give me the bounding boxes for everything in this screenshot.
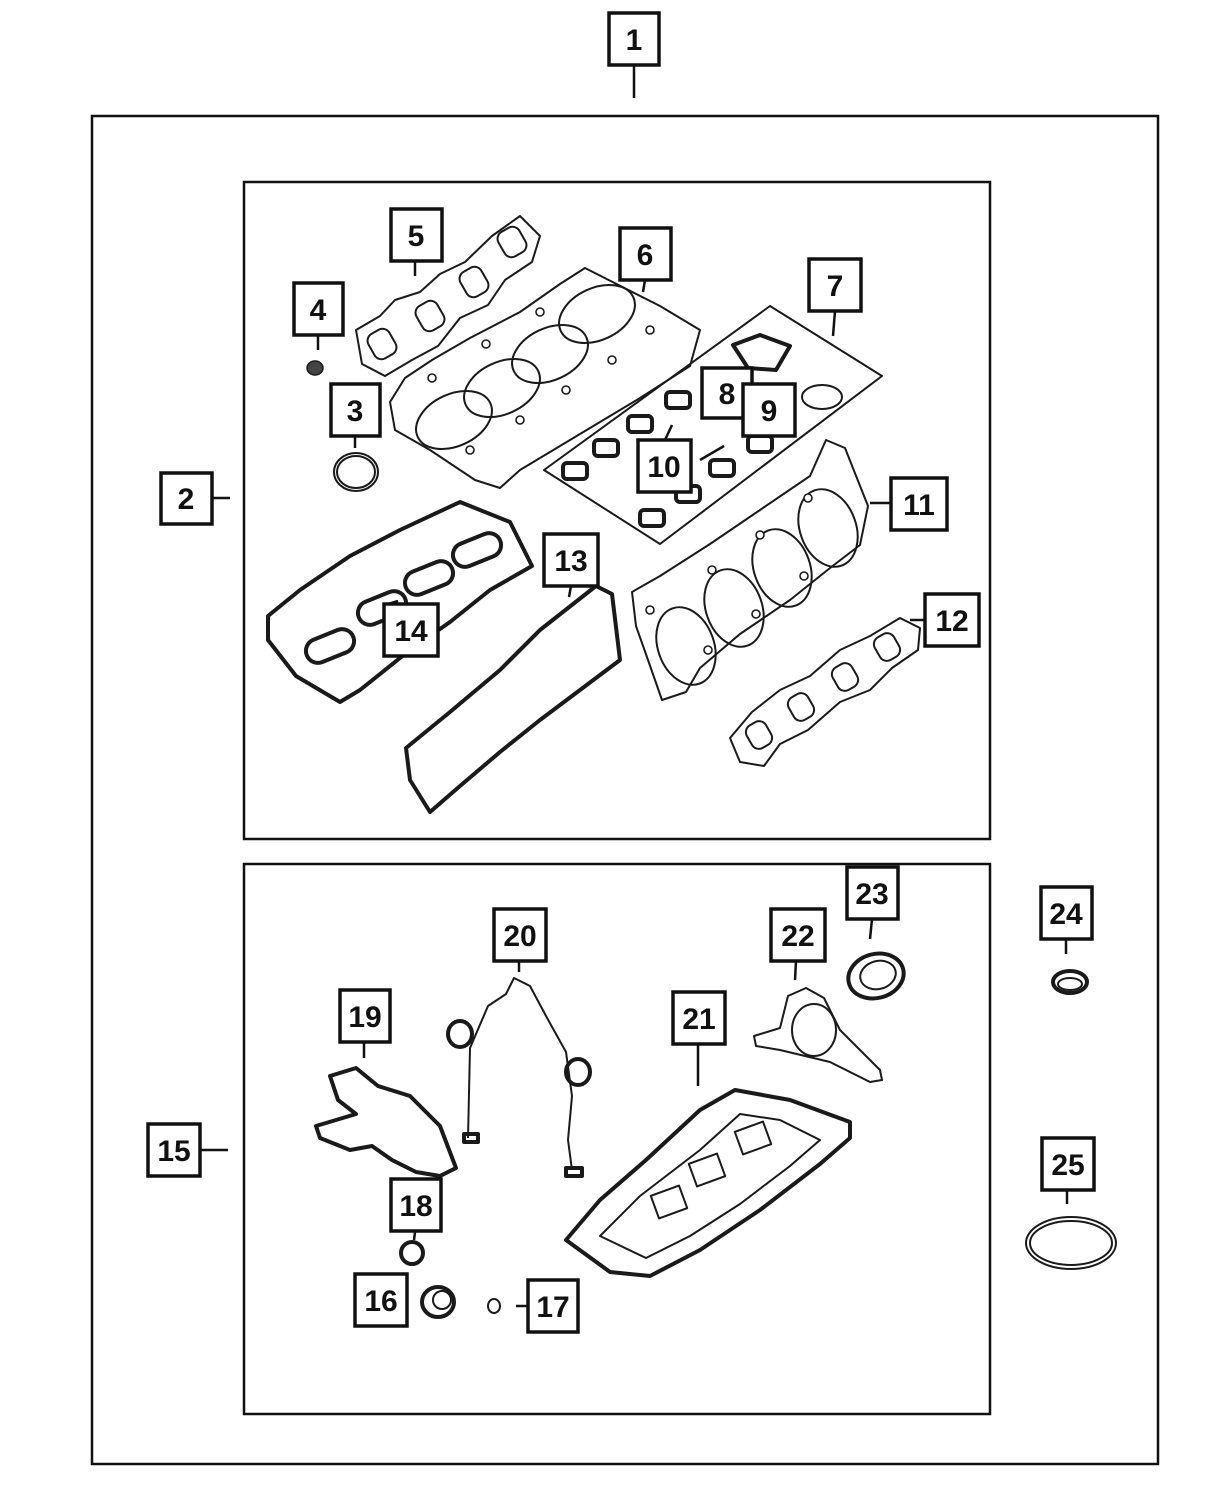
callout-label: 24 <box>1049 898 1083 931</box>
callout-label: 2 <box>178 483 195 516</box>
callout-label: 8 <box>719 378 736 411</box>
throttle-body-gasket <box>731 333 792 372</box>
callout-label: 7 <box>827 270 844 303</box>
callout-11: 11 <box>889 476 949 532</box>
callout-label: 20 <box>503 920 536 953</box>
crankshaft-front-seal <box>420 1285 456 1319</box>
callout-label: 14 <box>394 615 428 648</box>
callout-22: 22 <box>769 907 827 963</box>
callout-17: 17 <box>526 1278 580 1334</box>
o-ring-seal-inner <box>336 455 376 489</box>
callout-label: 11 <box>903 489 935 522</box>
callout-label: 23 <box>855 878 888 911</box>
callout-23: 23 <box>845 865 900 921</box>
callout-20: 20 <box>492 907 548 963</box>
cylinder-head-gasket-left <box>389 267 701 489</box>
ring-seal <box>1051 969 1089 995</box>
callout-16: 16 <box>353 1272 409 1328</box>
callout-label: 13 <box>554 545 587 578</box>
callout-label: 15 <box>157 1135 190 1168</box>
callout-10: 10 <box>636 438 693 494</box>
callout-3: 3 <box>329 382 382 438</box>
callout-label: 3 <box>347 395 364 428</box>
exhaust-manifold-gasket-right <box>729 617 921 767</box>
callout-label: 21 <box>682 1003 715 1036</box>
callout-label: 18 <box>399 1190 432 1223</box>
callout-18: 18 <box>389 1177 443 1233</box>
cylinder-head-gasket-right <box>631 439 869 701</box>
rear-main-seal-retainer <box>753 987 883 1083</box>
valve-cover-gasket-left <box>266 500 534 704</box>
callout-7: 7 <box>807 257 863 313</box>
intake-manifold-gasket-sheet <box>543 305 883 545</box>
callout-label: 22 <box>781 920 814 953</box>
callout-label: 16 <box>364 1285 397 1318</box>
rear-main-seal <box>846 951 906 1001</box>
upper-set-frame <box>242 180 992 841</box>
o-ring-seal <box>333 452 379 492</box>
callout-24: 24 <box>1039 885 1094 941</box>
callout-label: 25 <box>1051 1149 1084 1182</box>
callout-19: 19 <box>338 988 392 1044</box>
callout-2: 2 <box>159 471 214 526</box>
timing-cover-gasket <box>446 977 592 1178</box>
callout-21: 21 <box>671 990 727 1046</box>
callout-label: 1 <box>626 24 643 57</box>
oil-pan-gasket <box>564 1088 852 1278</box>
callout-4: 4 <box>292 281 345 337</box>
callout-label: 12 <box>935 605 968 638</box>
valve-cover-gasket-right <box>404 584 622 814</box>
water-pump-gasket <box>314 1066 458 1178</box>
callout-label: 9 <box>761 395 778 428</box>
large-ring-seal <box>1025 1216 1117 1270</box>
callout-9: 9 <box>741 382 797 438</box>
callout-label: 5 <box>408 220 425 253</box>
callout-label: 19 <box>348 1001 381 1034</box>
sensor-ring-seal <box>801 384 843 410</box>
callout-label: 10 <box>647 451 680 484</box>
small-o-ring <box>487 1298 501 1314</box>
callout-5: 5 <box>389 207 444 263</box>
exhaust-manifold-gasket-left <box>355 215 541 377</box>
callout-6: 6 <box>618 226 673 282</box>
plug-seal <box>306 360 324 376</box>
o-ring <box>399 1240 425 1266</box>
callout-25: 25 <box>1040 1136 1096 1192</box>
callout-12: 12 <box>923 592 981 648</box>
lower-set-frame <box>242 862 992 1416</box>
callout-label: 4 <box>310 294 327 327</box>
outer-kit-frame <box>90 114 1160 1466</box>
callout-label: 17 <box>536 1291 569 1324</box>
callout-15: 15 <box>146 1122 202 1178</box>
callout-13: 13 <box>542 532 600 588</box>
callout-label: 6 <box>637 239 654 272</box>
callout-1: 1 <box>607 11 661 67</box>
callout-14: 14 <box>382 602 440 658</box>
